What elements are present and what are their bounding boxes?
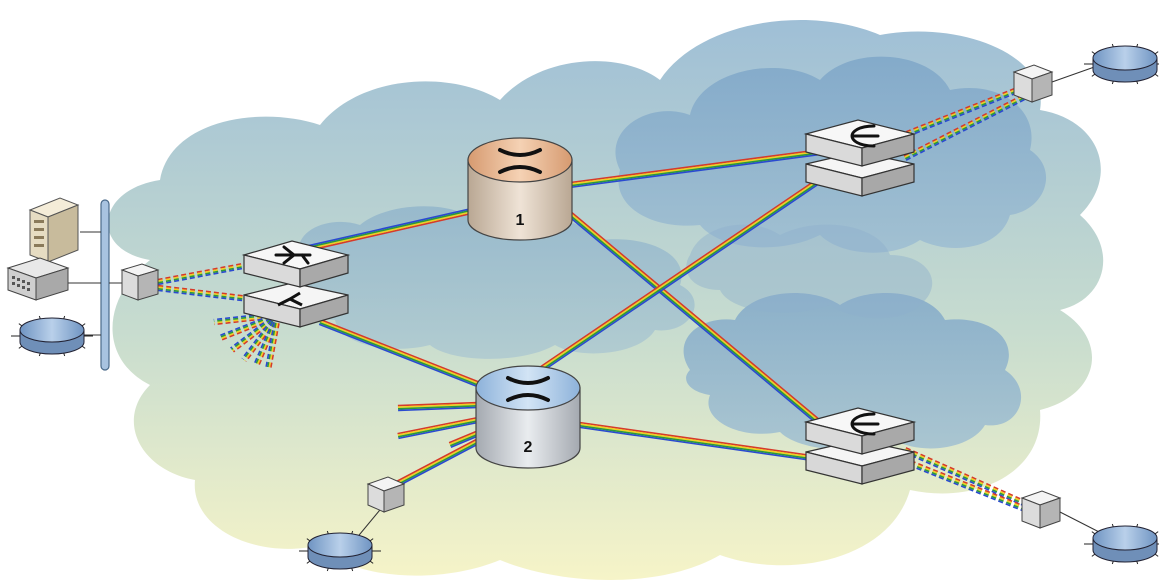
fiber-links	[157, 64, 1106, 541]
router-2-label: 2	[524, 439, 533, 456]
fiber-link	[903, 87, 1040, 161]
terminal-icon[interactable]	[1084, 523, 1159, 565]
terminal-icon[interactable]	[299, 530, 381, 572]
fiber-link	[890, 82, 1032, 143]
access-cable	[354, 504, 385, 541]
access-lan	[6, 197, 160, 371]
access-cable	[1059, 511, 1106, 536]
server-icon[interactable]	[28, 197, 80, 263]
media-converter-icon[interactable]	[1012, 64, 1054, 103]
media-converter-icon[interactable]	[1020, 490, 1062, 529]
terminal-icon[interactable]	[1084, 43, 1159, 85]
fiber-link	[397, 401, 479, 412]
demux-icon[interactable]	[803, 119, 917, 197]
fiber-link	[569, 146, 837, 189]
fiber-link	[579, 421, 841, 466]
router-1-label: 1	[516, 212, 525, 229]
optical-cross-connect-icon[interactable]: 1	[467, 137, 573, 241]
media-converter-icon[interactable]	[120, 263, 160, 301]
fiber-link	[157, 261, 249, 286]
fiber-link	[908, 460, 1042, 518]
fiber-link	[157, 284, 259, 304]
mux-icon	[274, 245, 312, 265]
add-drop-multiplexer-icon[interactable]	[241, 240, 351, 328]
switch-icon[interactable]	[6, 257, 70, 301]
terminal-icon[interactable]	[11, 315, 93, 357]
fiber-link	[318, 319, 482, 388]
media-converter-icon[interactable]	[366, 476, 406, 513]
fiber-link	[264, 314, 282, 371]
bus-bar	[100, 199, 110, 371]
fiber-link	[562, 207, 843, 443]
demux-icon[interactable]	[803, 407, 917, 485]
fiber-link	[393, 432, 492, 488]
access-cable	[1051, 64, 1101, 83]
optical-cross-connect-icon[interactable]: 2	[475, 365, 581, 469]
terminals	[11, 43, 1159, 572]
fiber-link	[397, 416, 479, 440]
fiber-link	[538, 167, 837, 373]
